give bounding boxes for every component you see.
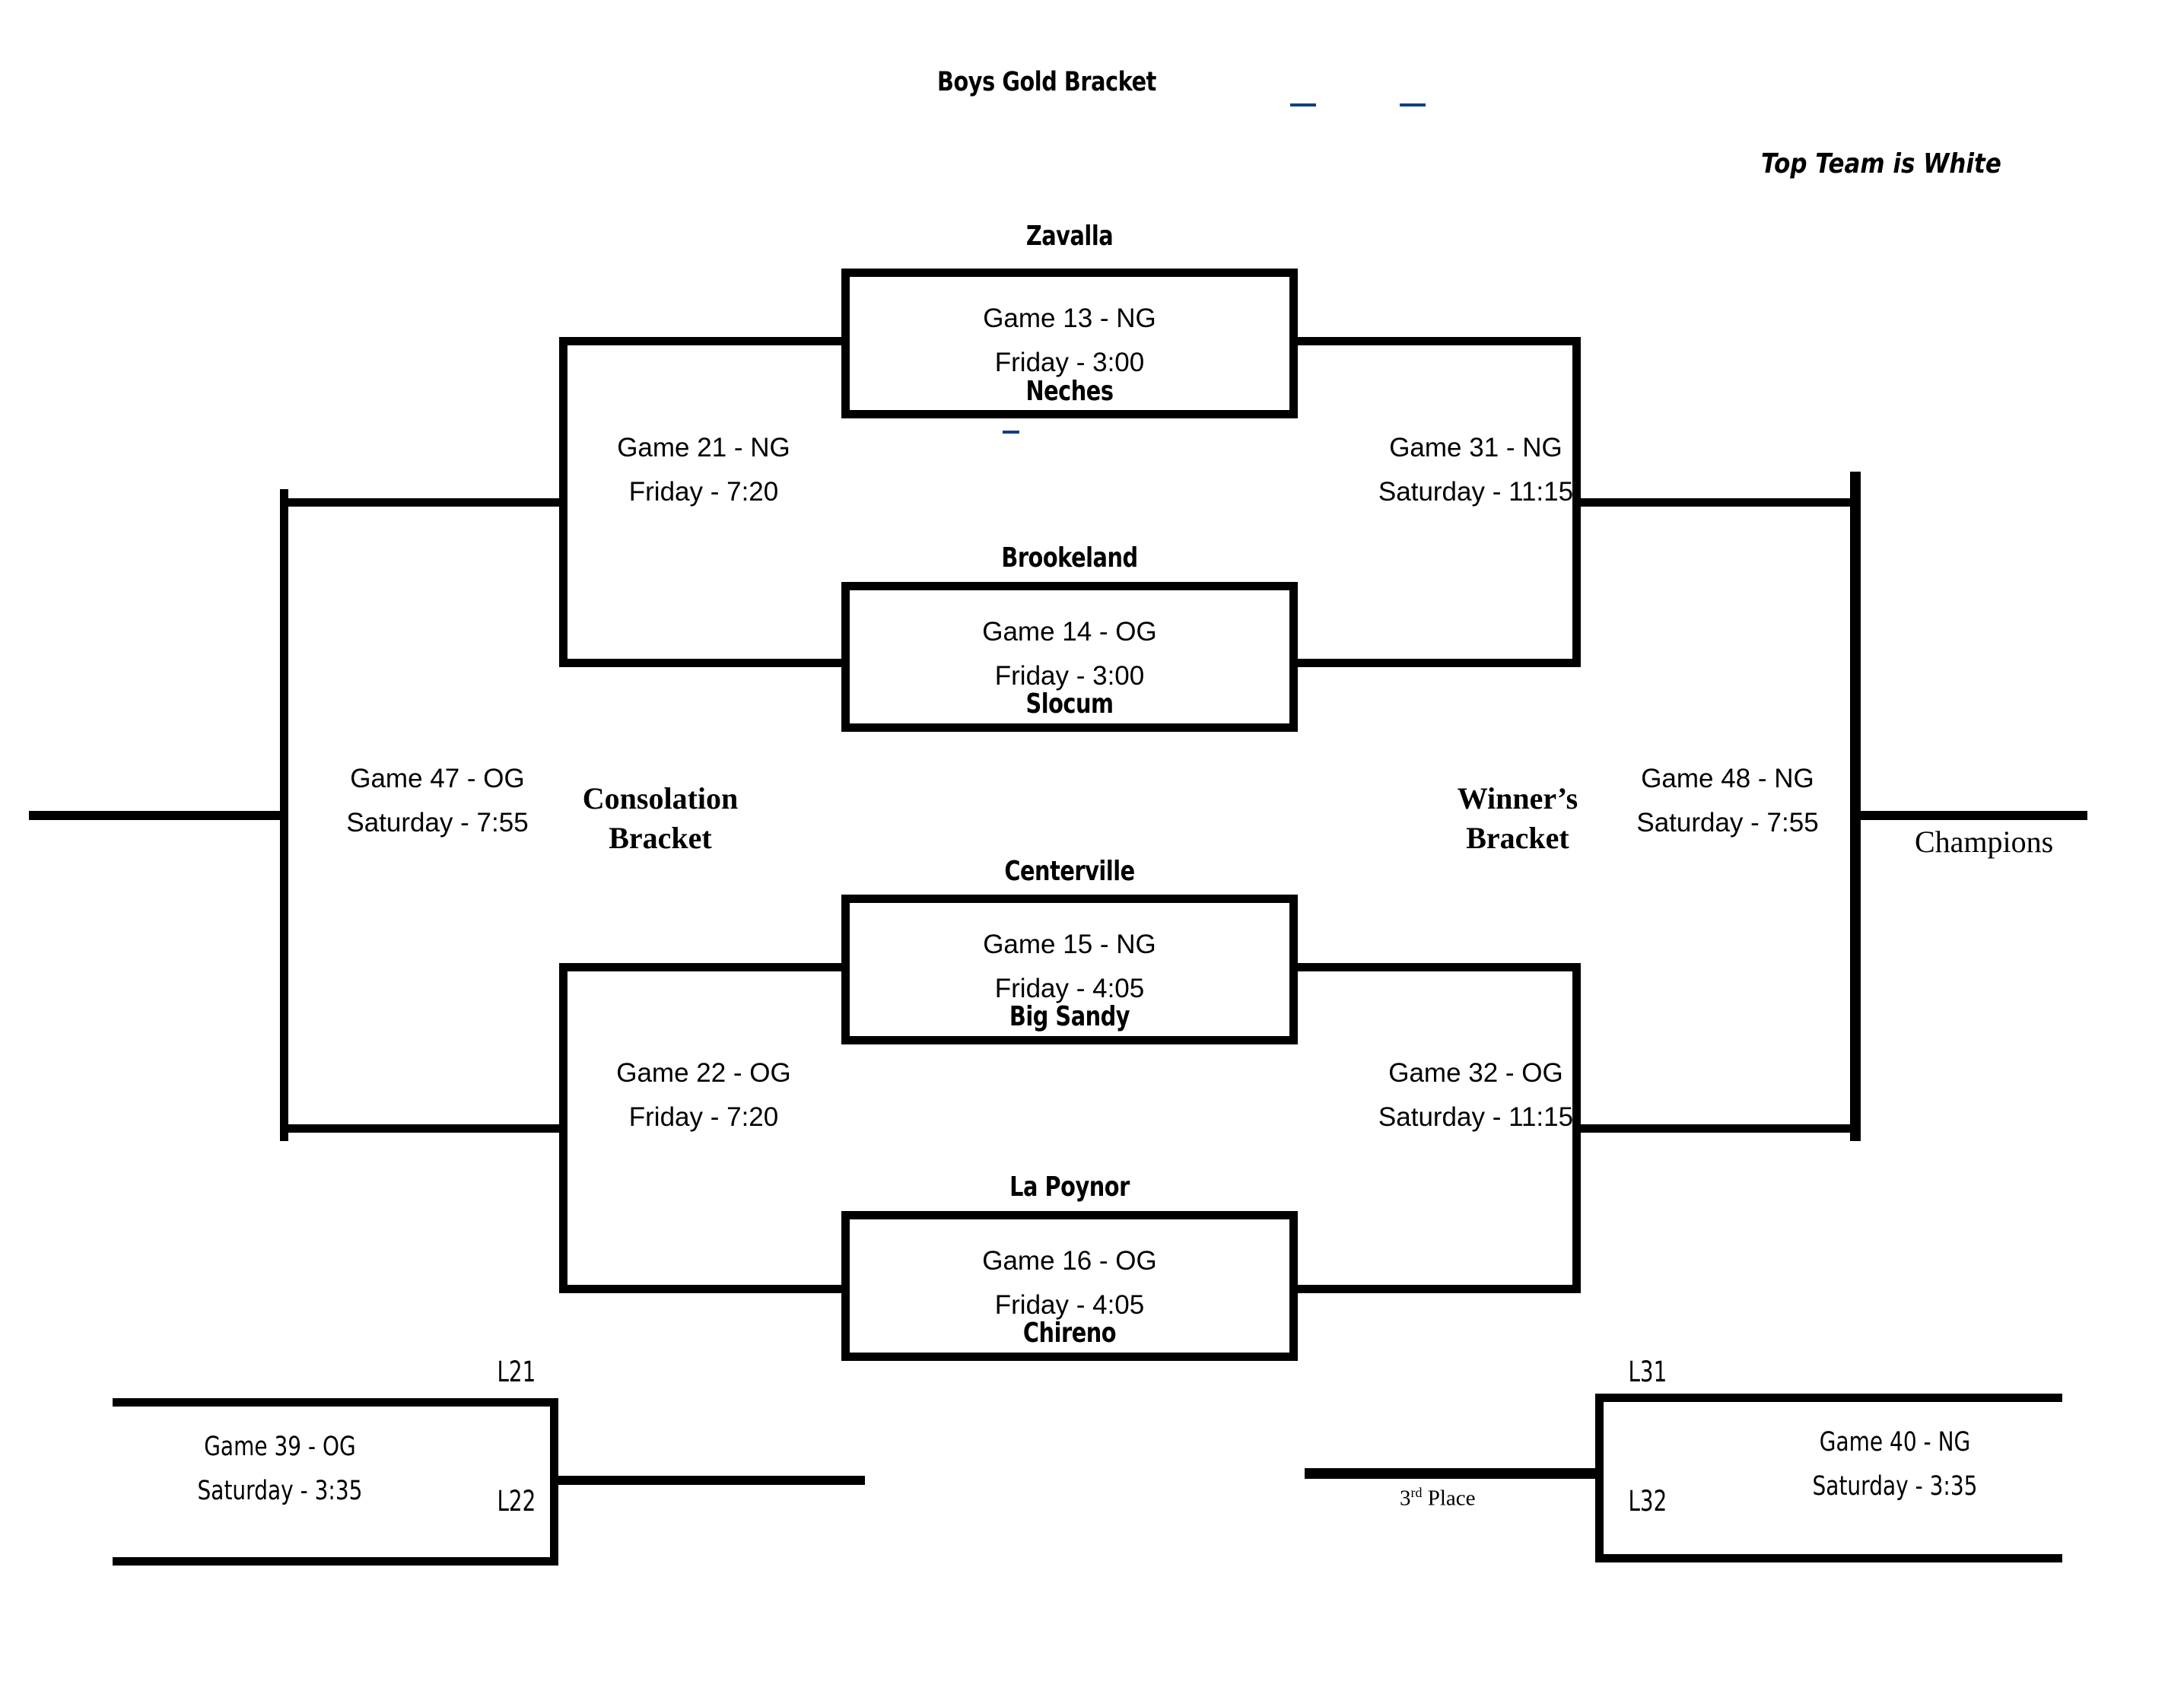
game32-out-stub xyxy=(1572,1124,1860,1133)
winners-bracket-label-line2: Bracket xyxy=(1466,821,1569,855)
game14-box[interactable]: Game 14 - OG Friday - 3:00 xyxy=(841,582,1298,732)
game39-bottom-seed: L22 xyxy=(497,1485,536,1518)
game48-line1: Game 48 - NG xyxy=(1641,764,1814,793)
game13-line1: Game 13 - NG xyxy=(983,304,1156,333)
game21-line2: Friday - 7:20 xyxy=(628,477,779,507)
champions-label: Champions xyxy=(1915,825,2054,859)
game16-line1: Game 16 - OG xyxy=(982,1246,1157,1276)
game48-out-stub xyxy=(1859,811,2087,820)
third-place-ordinal-suffix: rd xyxy=(1410,1485,1423,1500)
game15-bottom-team: Big Sandy xyxy=(1009,1001,1130,1032)
game47-out-stub xyxy=(29,811,286,820)
game13-line2: Friday - 3:00 xyxy=(994,348,1145,377)
game14-line1: Game 14 - OG xyxy=(982,617,1157,647)
game31-out-stub xyxy=(1572,498,1860,507)
winners-bracket-label-line1: Winner’s xyxy=(1457,781,1578,815)
game40-line1: Game 40 - NG xyxy=(1819,1427,1971,1458)
page-title: Boys Gold Bracket xyxy=(937,67,1156,97)
game14-line2: Friday - 3:00 xyxy=(994,661,1145,691)
game14-top-team: Brookeland xyxy=(1001,542,1138,574)
third-place-word: Place xyxy=(1422,1486,1476,1511)
game39-top-seed: L21 xyxy=(497,1356,536,1388)
game15-top-team: Centerville xyxy=(1004,856,1135,887)
game47-line1: Game 47 - OG xyxy=(350,764,525,793)
game47-line2: Saturday - 7:55 xyxy=(346,808,529,838)
game13-bottom-team: Neches xyxy=(1025,376,1114,407)
game32-line2: Saturday - 11:15 xyxy=(1378,1102,1574,1132)
game16-bottom-team: Chireno xyxy=(1022,1318,1117,1349)
game13-top-team: Zavalla xyxy=(1025,221,1114,252)
blue-artifact-top-right xyxy=(1400,103,1426,106)
game48-line2: Saturday - 7:55 xyxy=(1636,808,1819,838)
game16-line2: Friday - 4:05 xyxy=(994,1290,1145,1320)
game32-line1: Game 32 - OG xyxy=(1388,1058,1563,1088)
game48-spine xyxy=(1850,472,1861,1141)
game15-line2: Friday - 4:05 xyxy=(994,974,1145,1003)
game39-line1: Game 39 - OG xyxy=(204,1432,356,1462)
blue-artifact-game13 xyxy=(1003,431,1019,434)
game21-feed-stub xyxy=(280,498,567,507)
blue-artifact-top-left xyxy=(1290,103,1316,106)
game15-box[interactable]: Game 15 - NG Friday - 4:05 xyxy=(841,895,1298,1044)
third-place-number: 3 xyxy=(1400,1486,1411,1511)
game31-line2: Saturday - 11:15 xyxy=(1378,477,1574,507)
game14-bottom-team: Slocum xyxy=(1025,688,1114,720)
game39-line2: Saturday - 3:35 xyxy=(197,1476,363,1506)
game22-line1: Game 22 - OG xyxy=(616,1058,791,1088)
game13-box[interactable]: Game 13 - NG Friday - 3:00 xyxy=(841,269,1298,418)
third-place-label: 3rd Place xyxy=(1400,1485,1476,1512)
game40-top-seed: L31 xyxy=(1628,1356,1667,1388)
game16-box[interactable]: Game 16 - OG Friday - 4:05 xyxy=(841,1211,1298,1361)
game22-line2: Friday - 7:20 xyxy=(628,1102,779,1132)
game40-bottom-seed: L32 xyxy=(1628,1485,1667,1518)
game40-box[interactable]: Game 40 - NG Saturday - 3:35 xyxy=(1595,1394,2062,1562)
game31-line1: Game 31 - NG xyxy=(1389,433,1562,463)
game22-feed-stub xyxy=(280,1124,567,1133)
game40-feed-stub xyxy=(1305,1468,1601,1479)
winners-bracket-label: Winner’s Bracket xyxy=(1423,779,1613,858)
game16-top-team: La Poynor xyxy=(1009,1171,1130,1203)
top-team-is-white-note: Top Team is White xyxy=(1761,148,2001,180)
game21-line1: Game 21 - NG xyxy=(617,433,790,463)
consolation-bracket-label-line2: Bracket xyxy=(609,821,712,855)
consolation-bracket-label-line1: Consolation xyxy=(582,781,739,815)
consolation-bracket-label: Consolation Bracket xyxy=(546,779,774,858)
game15-line1: Game 15 - NG xyxy=(983,930,1156,959)
game39-box[interactable]: Game 39 - OG Saturday - 3:35 xyxy=(113,1398,558,1566)
game40-line2: Saturday - 3:35 xyxy=(1812,1471,1978,1502)
game39-out-stub xyxy=(558,1476,865,1485)
